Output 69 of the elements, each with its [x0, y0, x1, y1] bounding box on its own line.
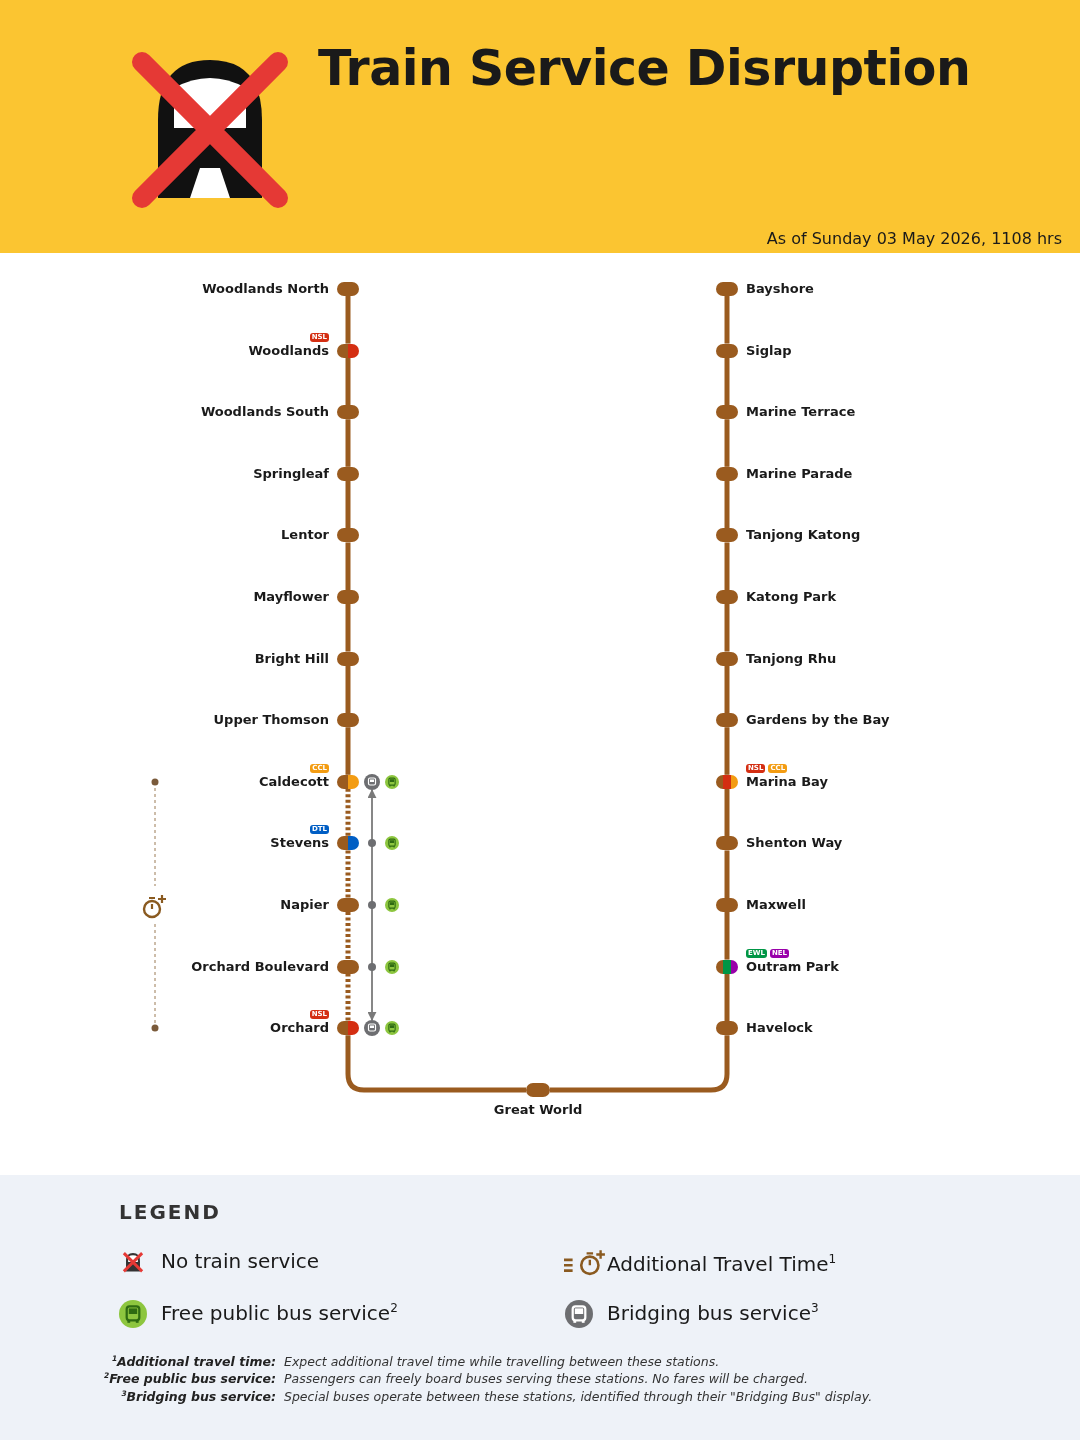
legend-text: Free public bus service$^{2}$ [161, 1301, 398, 1325]
track-line [345, 727, 351, 775]
bus-icon [364, 1020, 380, 1036]
legend-text: Bridging bus service$^{3}$ [607, 1301, 819, 1325]
station-name: Caldecott [259, 774, 329, 789]
track-line [724, 973, 730, 1022]
track-line [724, 788, 730, 837]
suspended-track [345, 973, 351, 1022]
station-name: Marine Parade [746, 466, 853, 481]
bus-icon [364, 774, 380, 790]
track-line [724, 357, 730, 406]
track-line [345, 419, 351, 467]
track-line [345, 480, 351, 529]
track-line [550, 1035, 730, 1093]
station-name: Siglap [746, 343, 792, 358]
station-name: Maxwell [746, 898, 806, 912]
station-name: Orchard Boulevard [191, 959, 329, 974]
track-line [724, 850, 730, 898]
track-line [724, 727, 730, 775]
station-name: Bayshore [746, 282, 814, 296]
station-name: Outram Park [746, 959, 839, 974]
suspended-track [345, 912, 351, 960]
track-line [345, 604, 351, 652]
track-line [724, 419, 730, 467]
track-line [724, 542, 730, 590]
station-name: Gardens by the Bay [746, 713, 890, 728]
station-name: Marina Bay [746, 774, 828, 789]
station-name: Woodlands South [200, 405, 329, 420]
station-name: Springleaf [253, 466, 329, 481]
footnote-text: Expect additional travel time while travelling between these stations. [284, 1354, 720, 1369]
station-name: Woodlands [248, 343, 329, 358]
station-name: Mayflower [253, 590, 329, 604]
station-name: Tanjong Katong [746, 528, 861, 543]
track-line [345, 296, 351, 344]
station-name: Stevens [270, 836, 329, 851]
station-name: Havelock [746, 1021, 813, 1036]
legend-text: No train service [161, 1249, 320, 1273]
track-line [345, 357, 351, 406]
footnote-term: $^{2}$Free public bus service: [102, 1371, 276, 1387]
track-line [724, 665, 730, 714]
station-name: Marine Terrace [746, 405, 856, 420]
station-name: Lentor [281, 528, 329, 543]
station-name: Shenton Way [746, 836, 843, 851]
track-line [724, 296, 730, 344]
station-name: Woodlands North [202, 282, 329, 296]
footnote-term: $^{3}$Bridging bus service: [120, 1389, 276, 1405]
station-name: Napier [280, 898, 329, 912]
station-name: Katong Park [746, 590, 837, 604]
footnote-text: Passengers can freely board buses serving these stations. No fares will be charged. [284, 1371, 808, 1386]
legend-heading: LEGEND [119, 1200, 221, 1224]
station-name: Tanjong Rhu [746, 651, 837, 666]
station-name: Upper Thomson [213, 713, 329, 728]
suspended-track [345, 850, 351, 898]
track-line [345, 1035, 526, 1093]
title: Train Service Disruption [318, 40, 971, 97]
footnote-text: Special buses operate between these stations, identified through their "Bridging Bus" display. [284, 1389, 873, 1404]
suspended-track [345, 788, 351, 837]
station-name: Orchard [270, 1021, 329, 1036]
track-line [724, 480, 730, 529]
track-line [345, 665, 351, 714]
legend-text: Additional Travel Time$^{1}$ [607, 1252, 837, 1276]
bridging-bus-arrow [367, 789, 377, 1021]
station-name: Bright Hill [254, 651, 329, 666]
track-line [724, 604, 730, 652]
track-line [345, 542, 351, 590]
footnote-term: $^{1}$Additional travel time: [110, 1354, 276, 1370]
track-line [724, 912, 730, 960]
timestamp: As of Sunday 03 May 2026, 1108 hrs [766, 229, 1062, 248]
station-name: Great World [493, 1103, 583, 1117]
